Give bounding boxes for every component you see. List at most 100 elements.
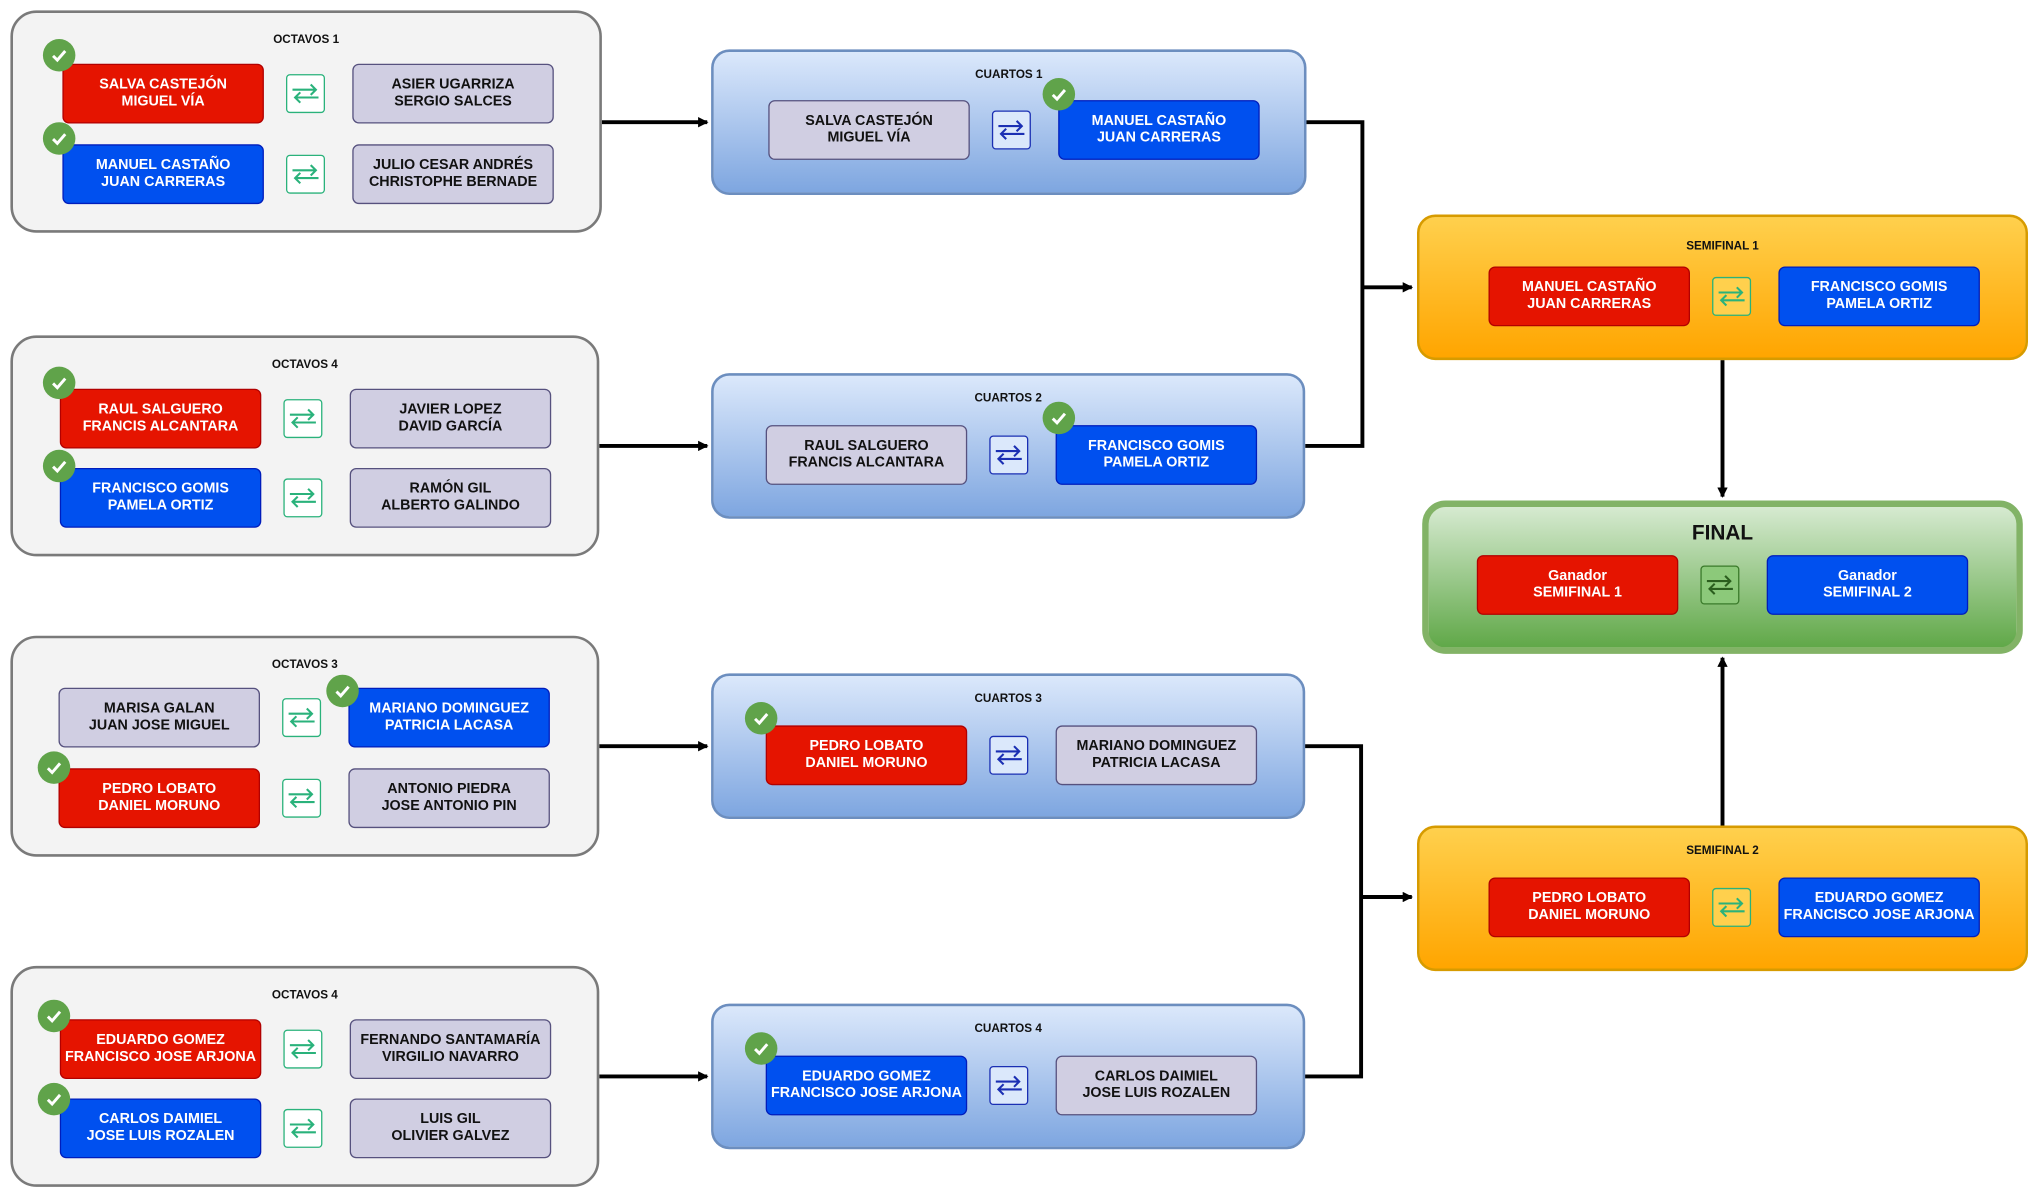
player-name: CARLOS DAIMIEL (1094, 1068, 1218, 1085)
team-loser[interactable]: ANTONIO PIEDRA JOSE ANTONIO PIN (348, 768, 550, 829)
group-title: OCTAVOS 3 (271, 657, 338, 671)
player-name: VIRGILIO NAVARRO (381, 1049, 519, 1065)
cuartos-3-group: CUARTOS 3 PEDRO LOBATO DANIEL MORUNO MAR… (711, 673, 1306, 819)
player-name: FRANCISCO JOSE ARJONA (770, 1085, 962, 1102)
cuartos-4-group: CUARTOS 4 EDUARDO GOMEZ FRANCISCO JOSE A… (711, 1003, 1306, 1150)
swap-arrows-icon[interactable] (283, 1029, 323, 1069)
player-name: FRANCISCO GOMIS (1810, 279, 1948, 296)
player-name: FRANCIS ALCANTARA (82, 418, 239, 435)
player-name: RAUL SALGUERO (98, 401, 223, 418)
team-loser[interactable]: ASIER UGARRIZA SERGIO SALCES (352, 63, 554, 124)
player-name: PEDRO LOBATO (102, 781, 217, 797)
player-name: RAMÓN GIL (409, 480, 492, 497)
group-title: CUARTOS 2 (974, 391, 1042, 405)
player-name: DAVID GARCÍA (398, 418, 503, 435)
team-loser[interactable]: RAUL SALGUERO FRANCIS ALCANTARA (765, 425, 968, 485)
cuartos-2-group: CUARTOS 2 RAUL SALGUERO FRANCIS ALCANTAR… (711, 373, 1306, 519)
team-loser[interactable]: MARISA GALAN JUAN JOSE MIGUEL (58, 687, 260, 748)
team-loser[interactable]: LUIS GIL OLIVIER GALVEZ (349, 1098, 552, 1159)
team-finalist[interactable]: Ganador SEMIFINAL 1 (1476, 555, 1679, 615)
player-name: EDUARDO GOMEZ (802, 1068, 931, 1085)
check-circle-icon (37, 751, 71, 784)
player-name: PATRICIA LACASA (384, 717, 514, 734)
semifinal-1-group: SEMIFINAL 1 MANUEL CASTAÑO JUAN CARRERAS… (1417, 214, 2028, 361)
player-name: MARIANO DOMINGUEZ (369, 700, 529, 717)
player-name: PAMELA ORTIZ (107, 497, 214, 514)
team-winner[interactable]: PEDRO LOBATO DANIEL MORUNO (58, 768, 260, 829)
connector-cuartos1-cuartos2-join (1305, 120, 1365, 448)
swap-arrows-icon[interactable] (989, 435, 1029, 475)
team-loser[interactable]: RAMÓN GIL ALBERTO GALINDO (349, 467, 552, 528)
team-winner[interactable]: MANUEL CASTAÑO JUAN CARRERAS (1058, 100, 1260, 160)
player-name: RAUL SALGUERO (804, 438, 929, 454)
check-circle-icon (744, 1032, 778, 1065)
group-title: CUARTOS 4 (974, 1021, 1042, 1035)
player-name: MANUEL CASTAÑO (95, 157, 231, 173)
player-name: MIGUEL VÍA (827, 130, 911, 146)
team-loser[interactable]: SALVA CASTEJÓN MIGUEL VÍA (768, 100, 970, 160)
player-name: JAVIER LOPEZ (399, 401, 502, 418)
player-name: JOSE LUIS ROZALEN (86, 1128, 235, 1144)
swap-arrows-icon[interactable] (1712, 887, 1752, 927)
octavos-1-group: OCTAVOS 1 SALVA CASTEJÓN MIGUEL VÍA ASIE… (10, 10, 602, 233)
team-winner[interactable]: MARIANO DOMINGUEZ PATRICIA LACASA (348, 687, 550, 748)
team-finalist[interactable]: EDUARDO GOMEZ FRANCISCO JOSE ARJONA (1778, 877, 1980, 938)
swap-arrows-icon[interactable] (283, 1108, 323, 1148)
check-circle-icon (42, 449, 76, 483)
player-name: ASIER UGARRIZA (391, 76, 515, 93)
swap-arrows-icon[interactable] (286, 154, 325, 194)
swap-arrows-icon[interactable] (1700, 565, 1740, 605)
team-loser[interactable]: JAVIER LOPEZ DAVID GARCÍA (349, 388, 552, 449)
check-circle-icon (37, 1082, 71, 1116)
player-name: FRANCISCO GOMIS (92, 480, 229, 497)
team-loser[interactable]: JULIO CESAR ANDRÉS CHRISTOPHE BERNADE (352, 144, 554, 205)
team-winner[interactable]: RAUL SALGUERO FRANCIS ALCANTARA (59, 388, 262, 449)
semifinal-2-group: SEMIFINAL 2 PEDRO LOBATO DANIEL MORUNO E… (1417, 825, 2028, 972)
team-winner[interactable]: FRANCISCO GOMIS PAMELA ORTIZ (1055, 425, 1258, 485)
group-title: FINAL (1691, 522, 1754, 545)
group-title: CUARTOS 1 (975, 67, 1043, 81)
player-name: JOSE ANTONIO PIN (381, 798, 517, 814)
swap-arrows-icon[interactable] (286, 74, 325, 114)
player-name: SALVA CASTEJÓN (805, 113, 933, 129)
swap-arrows-icon[interactable] (283, 478, 323, 518)
player-name: DANIEL MORUNO (98, 798, 221, 814)
player-name: SERGIO SALCES (394, 93, 512, 110)
swap-arrows-icon[interactable] (1712, 276, 1752, 316)
team-loser[interactable]: FERNANDO SANTAMARÍA VIRGILIO NAVARRO (349, 1019, 552, 1079)
team-winner[interactable]: MANUEL CASTAÑO JUAN CARRERAS (62, 144, 264, 205)
player-name: MANUEL CASTAÑO (1091, 113, 1227, 129)
swap-arrows-icon[interactable] (282, 698, 322, 738)
player-name: JUAN CARRERAS (1096, 130, 1221, 146)
team-loser[interactable]: MARIANO DOMINGUEZ PATRICIA LACASA (1055, 725, 1258, 786)
swap-arrows-icon[interactable] (283, 399, 323, 439)
player-name: EDUARDO GOMEZ (1814, 890, 1944, 907)
team-finalist[interactable]: FRANCISCO GOMIS PAMELA ORTIZ (1778, 266, 1980, 327)
player-name: JULIO CESAR ANDRÉS (373, 157, 534, 173)
check-circle-icon (326, 674, 359, 708)
team-finalist[interactable]: PEDRO LOBATO DANIEL MORUNO (1488, 877, 1690, 938)
swap-arrows-icon[interactable] (282, 778, 322, 818)
swap-arrows-icon[interactable] (991, 110, 1031, 150)
swap-arrows-icon[interactable] (989, 735, 1029, 775)
team-winner[interactable]: FRANCISCO GOMIS PAMELA ORTIZ (59, 467, 262, 528)
team-winner[interactable]: SALVA CASTEJÓN MIGUEL VÍA (62, 63, 264, 124)
player-name: CHRISTOPHE BERNADE (368, 174, 538, 190)
player-name: PEDRO LOBATO (1532, 890, 1647, 907)
team-winner[interactable]: EDUARDO GOMEZ FRANCISCO JOSE ARJONA (59, 1019, 262, 1079)
check-circle-icon (42, 122, 76, 155)
player-name: FERNANDO SANTAMARÍA (360, 1032, 541, 1048)
player-name: MARIANO DOMINGUEZ (1076, 738, 1237, 754)
check-circle-icon (42, 366, 76, 400)
team-winner[interactable]: EDUARDO GOMEZ FRANCISCO JOSE ARJONA (765, 1055, 968, 1116)
swap-arrows-icon[interactable] (989, 1066, 1029, 1105)
player-name: FRANCISCO GOMIS (1088, 438, 1225, 454)
team-winner[interactable]: PEDRO LOBATO DANIEL MORUNO (765, 725, 968, 786)
team-finalist[interactable]: MANUEL CASTAÑO JUAN CARRERAS (1488, 266, 1690, 327)
team-winner[interactable]: CARLOS DAIMIEL JOSE LUIS ROZALEN (59, 1098, 262, 1159)
group-title: OCTAVOS 4 (271, 987, 338, 1001)
team-loser[interactable]: CARLOS DAIMIEL JOSE LUIS ROZALEN (1055, 1055, 1258, 1116)
team-finalist[interactable]: Ganador SEMIFINAL 2 (1766, 555, 1969, 615)
